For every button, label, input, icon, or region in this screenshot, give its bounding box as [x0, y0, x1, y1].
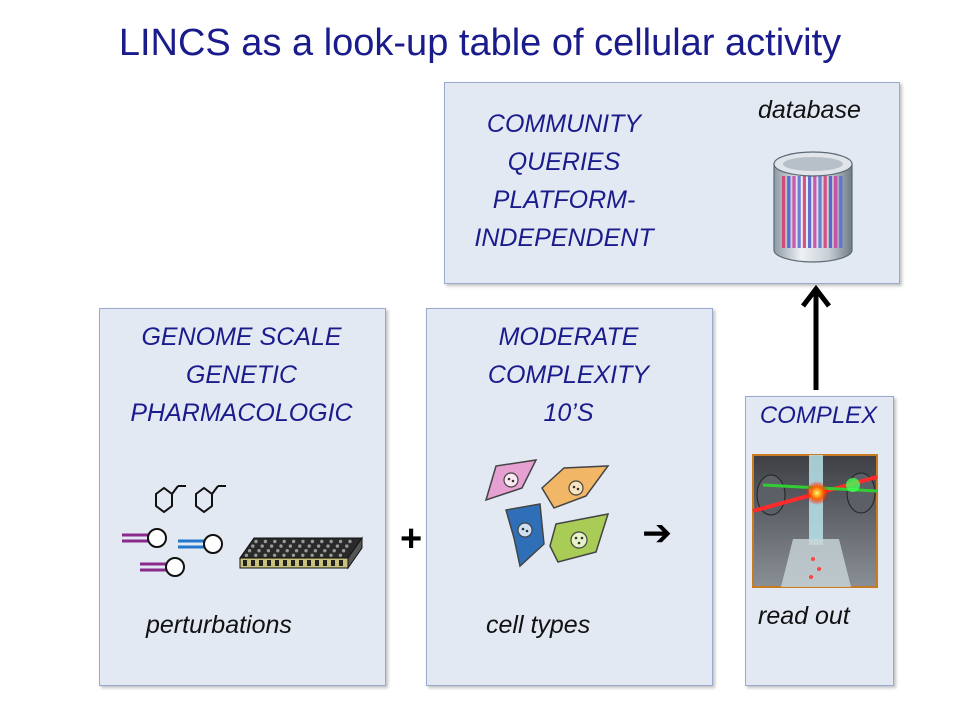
cell-pink: [484, 459, 538, 502]
database-cylinder-icon: [773, 151, 853, 263]
database-box-caption: COMMUNITY QUERIES PLATFORM- INDEPENDENT: [446, 105, 682, 257]
readout-label: read out: [758, 602, 850, 630]
caption-line-3: PLATFORM-: [492, 186, 636, 214]
multiwell-plate-icon: [239, 536, 363, 570]
right-arrow: ➔: [642, 512, 673, 553]
cell-orange: [541, 465, 610, 509]
cell-icon: [484, 459, 610, 568]
caption-line-2: GENETIC: [185, 361, 298, 389]
molecule-hexagon-icon: [155, 485, 226, 514]
sirna-hairpin-icon: [122, 528, 223, 577]
caption-line-2: QUERIES: [507, 148, 621, 176]
caption-line-4: INDEPENDENT: [474, 224, 654, 252]
perturbations-label: perturbations: [146, 611, 292, 639]
database-label: database: [758, 96, 861, 124]
cell-types-label: cell types: [486, 611, 591, 639]
cell-blue: [505, 503, 545, 568]
flow-cytometer-icon: [752, 454, 878, 588]
readout-heading: COMPLEX: [759, 402, 878, 429]
caption-line-3: PHARMACOLOGIC: [130, 399, 353, 427]
caption-line-2: COMPLEXITY: [487, 361, 650, 389]
caption-line-3: 10’S: [543, 399, 594, 427]
up-arrow: [801, 284, 831, 390]
cell-types-box-caption: MODERATE COMPLEXITY 10’S: [426, 318, 711, 432]
perturbations-box-caption: GENOME SCALE GENETIC PHARMACOLOGIC: [99, 318, 384, 432]
page-title: LINCS as a look-up table of cellular act…: [118, 22, 842, 64]
caption-line-1: COMMUNITY: [486, 110, 642, 138]
cell-green: [549, 513, 610, 563]
caption-line-1: MODERATE: [498, 323, 639, 351]
caption-line-1: GENOME SCALE: [141, 323, 342, 351]
perturbations-box: [99, 308, 386, 686]
plus-sign: +: [400, 518, 423, 560]
